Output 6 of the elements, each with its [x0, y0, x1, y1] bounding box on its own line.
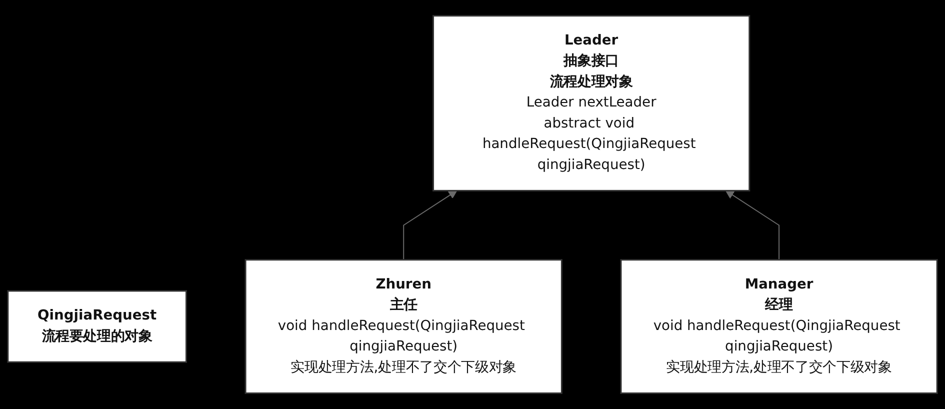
node-box: QingjiaRequest 流程要处理的对象: [7, 290, 187, 363]
node-box: Zhuren 主任 void handleRequest(QingjiaRequest qingjiaRequest) 实现处理方法,处理不了交个下级对象: [244, 259, 562, 394]
node-box: Leader 抽象接口 流程处理对象 Leader nextLeader abstract void handleRequest(QingjiaRequest qingjiaRequest): [432, 15, 750, 192]
arrow: [403, 190, 458, 260]
arrow: [725, 190, 780, 260]
node-box: Manager 经理 void handleRequest(QingjiaRequest qingjiaRequest) 实现处理方法,处理不了交个下级对象: [620, 259, 938, 394]
